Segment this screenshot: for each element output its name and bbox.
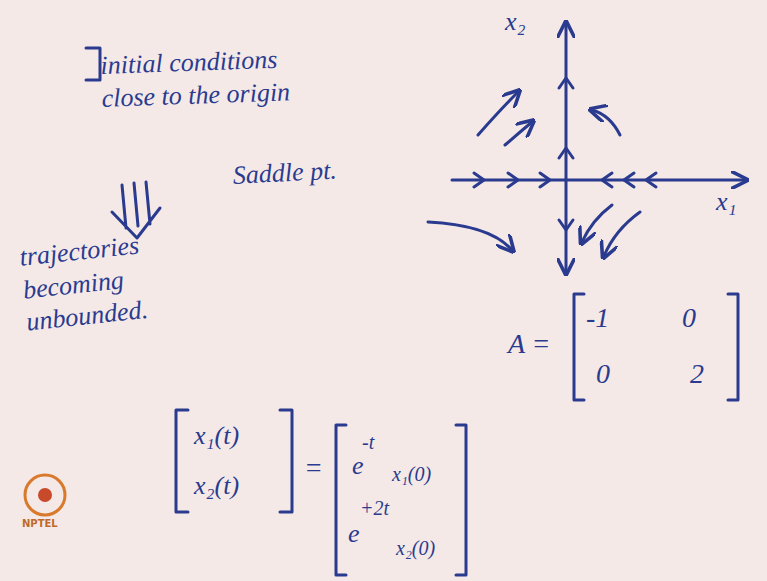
exponent: -t [362, 430, 374, 455]
vector-bracket [336, 425, 346, 575]
initial-value: x₁(0) [392, 462, 431, 487]
vector-entry: x₂(t) [194, 470, 239, 503]
matrix-name: A = [508, 326, 551, 361]
equals-sign: = [304, 450, 323, 485]
matrix-entry: 2 [690, 356, 704, 391]
logo-center [38, 488, 52, 502]
logo-ring [25, 475, 65, 515]
exponent: +2t [360, 496, 389, 521]
vector-entry: x₁(t) [194, 420, 239, 453]
note: Saddle pt. [232, 154, 354, 193]
flow-chevron [559, 220, 573, 230]
x2-axis [565, 24, 568, 180]
flow-chevron [559, 78, 573, 158]
trajectory [604, 212, 640, 256]
matrix-entry: 0 [682, 300, 696, 335]
flow-chevron [602, 173, 656, 187]
matrix-entry: -1 [586, 300, 609, 335]
axis-label: x₁ [716, 186, 737, 219]
trajectory [592, 110, 620, 135]
matrix-bracket [728, 294, 738, 400]
x1-axis [452, 179, 745, 182]
bracket [86, 48, 100, 80]
trajectory [478, 92, 518, 135]
implies-arrow [112, 182, 160, 238]
exponential: e [352, 450, 364, 483]
matrix-bracket [574, 294, 584, 400]
trajectory [505, 122, 532, 145]
flow-chevron [474, 173, 550, 187]
initial-value: x₂(0) [396, 536, 435, 561]
matrix-entry: 0 [596, 356, 610, 391]
vector-bracket [280, 410, 292, 512]
vector-bracket [456, 425, 466, 575]
axis-label: x₂ [505, 6, 526, 39]
note: trajectories becoming unbounded. [18, 223, 207, 339]
trajectory [582, 205, 612, 242]
exponential: e [348, 518, 360, 551]
note: initial conditions close to the origin [100, 42, 332, 115]
vector-bracket [176, 410, 188, 512]
trajectory [428, 222, 512, 250]
logo-text: NPTEL [22, 518, 58, 531]
